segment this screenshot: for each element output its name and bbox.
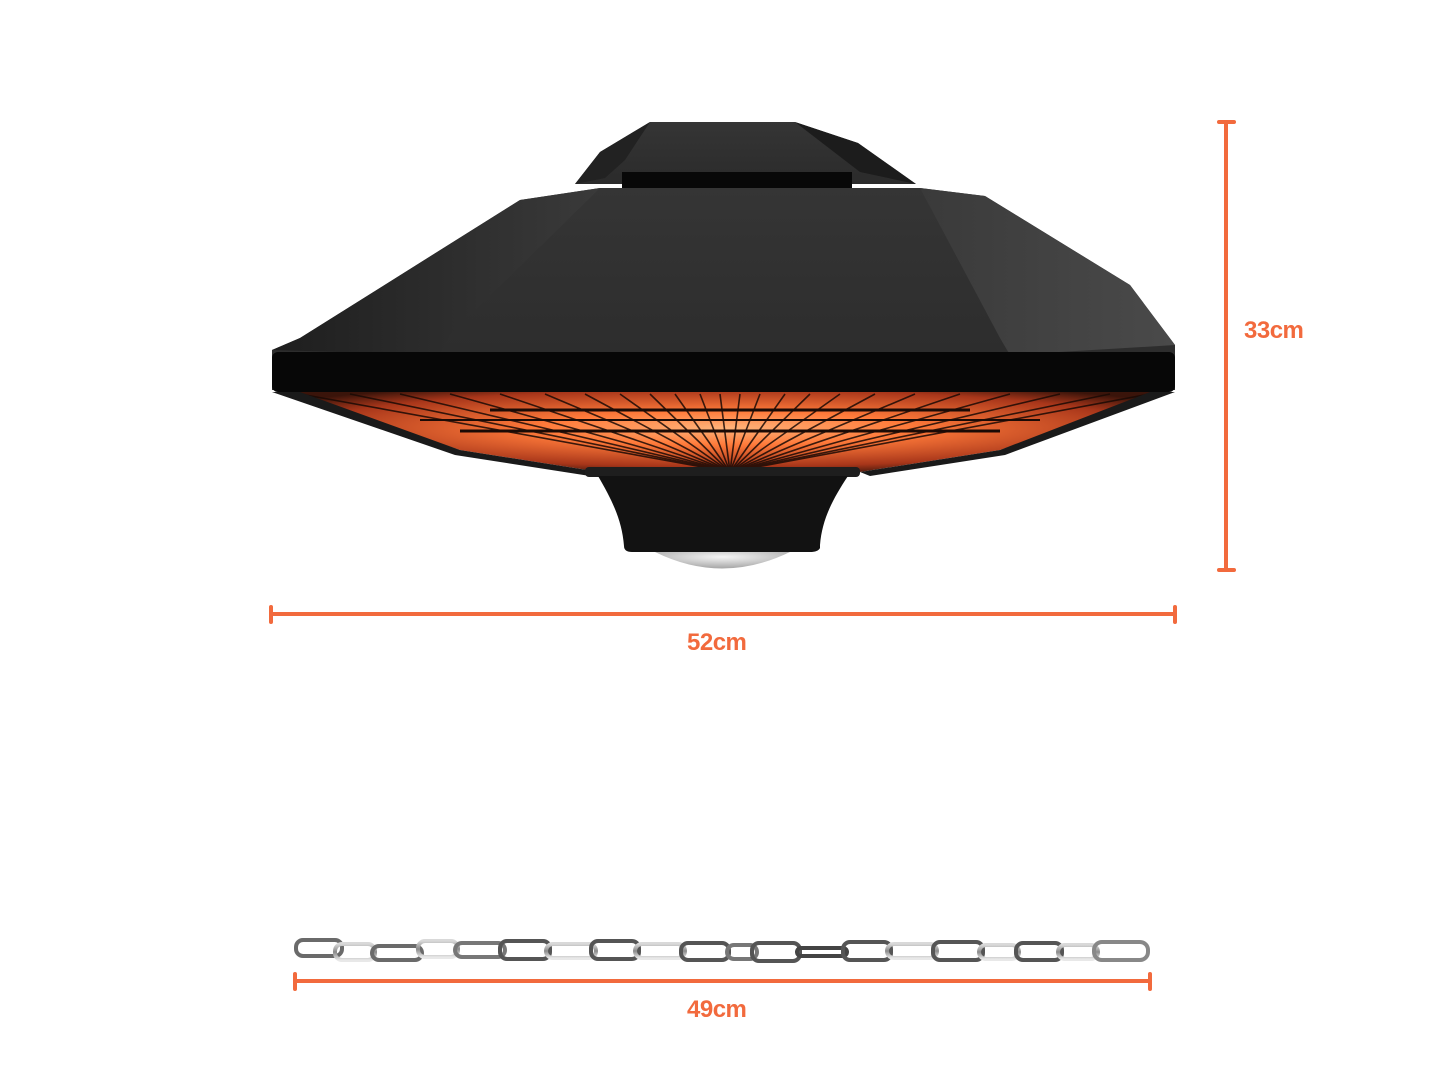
heater-sensor-lens	[655, 552, 790, 569]
height-dimension-label: 33cm	[1244, 317, 1304, 344]
heater-collar	[585, 467, 860, 477]
chain-icon	[294, 938, 1150, 963]
heater-base-housing	[598, 476, 848, 552]
patio-heater-icon	[272, 122, 1175, 569]
dimension-lines	[269, 120, 1236, 991]
heater-rim	[272, 352, 1175, 392]
chain-length-label: 49cm	[687, 996, 747, 1023]
heater-grille	[299, 393, 1151, 473]
heater-vent-gap	[622, 172, 852, 188]
width-dimension-label: 52cm	[687, 629, 747, 656]
